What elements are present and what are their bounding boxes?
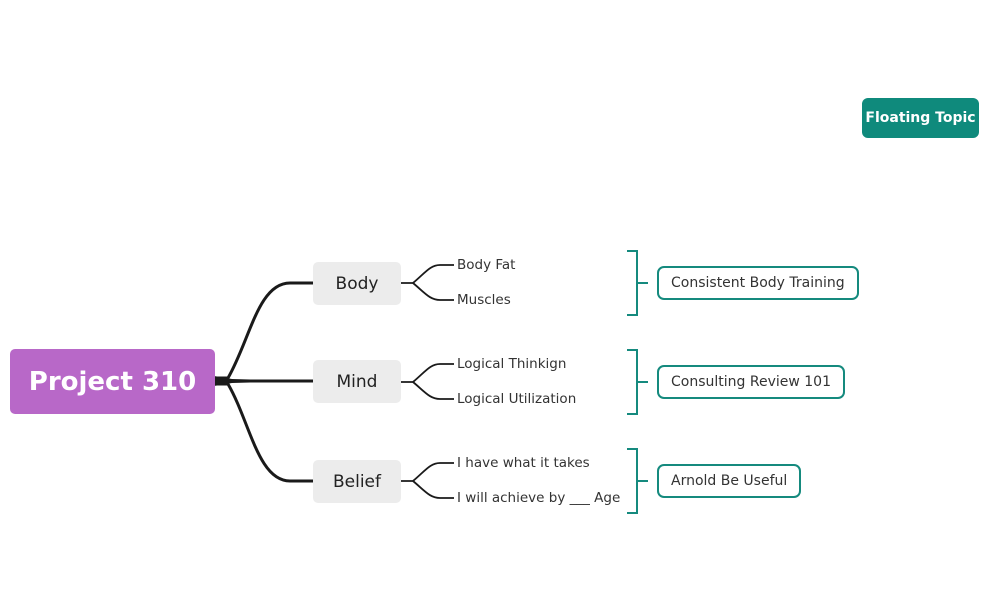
summary-topic-body[interactable]: Consistent Body Training	[657, 266, 859, 300]
subtopic-muscles[interactable]: Muscles	[457, 292, 511, 308]
connector-central-belief	[214, 382, 313, 483]
connector-hub	[214, 376, 313, 386]
subtopic-achieve-by-age[interactable]: I will achieve by ___ Age	[457, 490, 621, 506]
floating-topic[interactable]: Floating Topic	[862, 98, 979, 138]
main-topic-mind[interactable]: Mind	[313, 360, 401, 403]
connector-central-body	[214, 281, 313, 380]
summary-topic-belief[interactable]: Arnold Be Useful	[657, 464, 802, 498]
summary-topic-mind[interactable]: Consulting Review 101	[657, 365, 845, 399]
subtopic-body-fat[interactable]: Body Fat	[457, 257, 516, 273]
summary-bracket-mind	[627, 349, 648, 415]
connector-belief-subtopic-2	[412, 480, 454, 499]
central-topic[interactable]: Project 310	[10, 349, 215, 414]
connector-mind-subtopic-1	[401, 363, 454, 383]
subtopic-what-it-takes[interactable]: I have what it takes	[457, 455, 590, 471]
subtopic-logical-utilization[interactable]: Logical Utilization	[457, 391, 577, 407]
subtopic-logical-thinking[interactable]: Logical Thinkign	[457, 356, 567, 372]
main-topic-body[interactable]: Body	[313, 262, 401, 305]
connector-mind-subtopic-2	[412, 381, 454, 400]
connector-belief-subtopic-1	[401, 462, 454, 482]
main-topic-belief[interactable]: Belief	[313, 460, 401, 503]
summary-bracket-body	[627, 250, 648, 316]
connector-body-subtopic-1	[401, 264, 454, 284]
summary-bracket-belief	[627, 448, 648, 514]
connector-body-subtopic-2	[412, 282, 454, 301]
